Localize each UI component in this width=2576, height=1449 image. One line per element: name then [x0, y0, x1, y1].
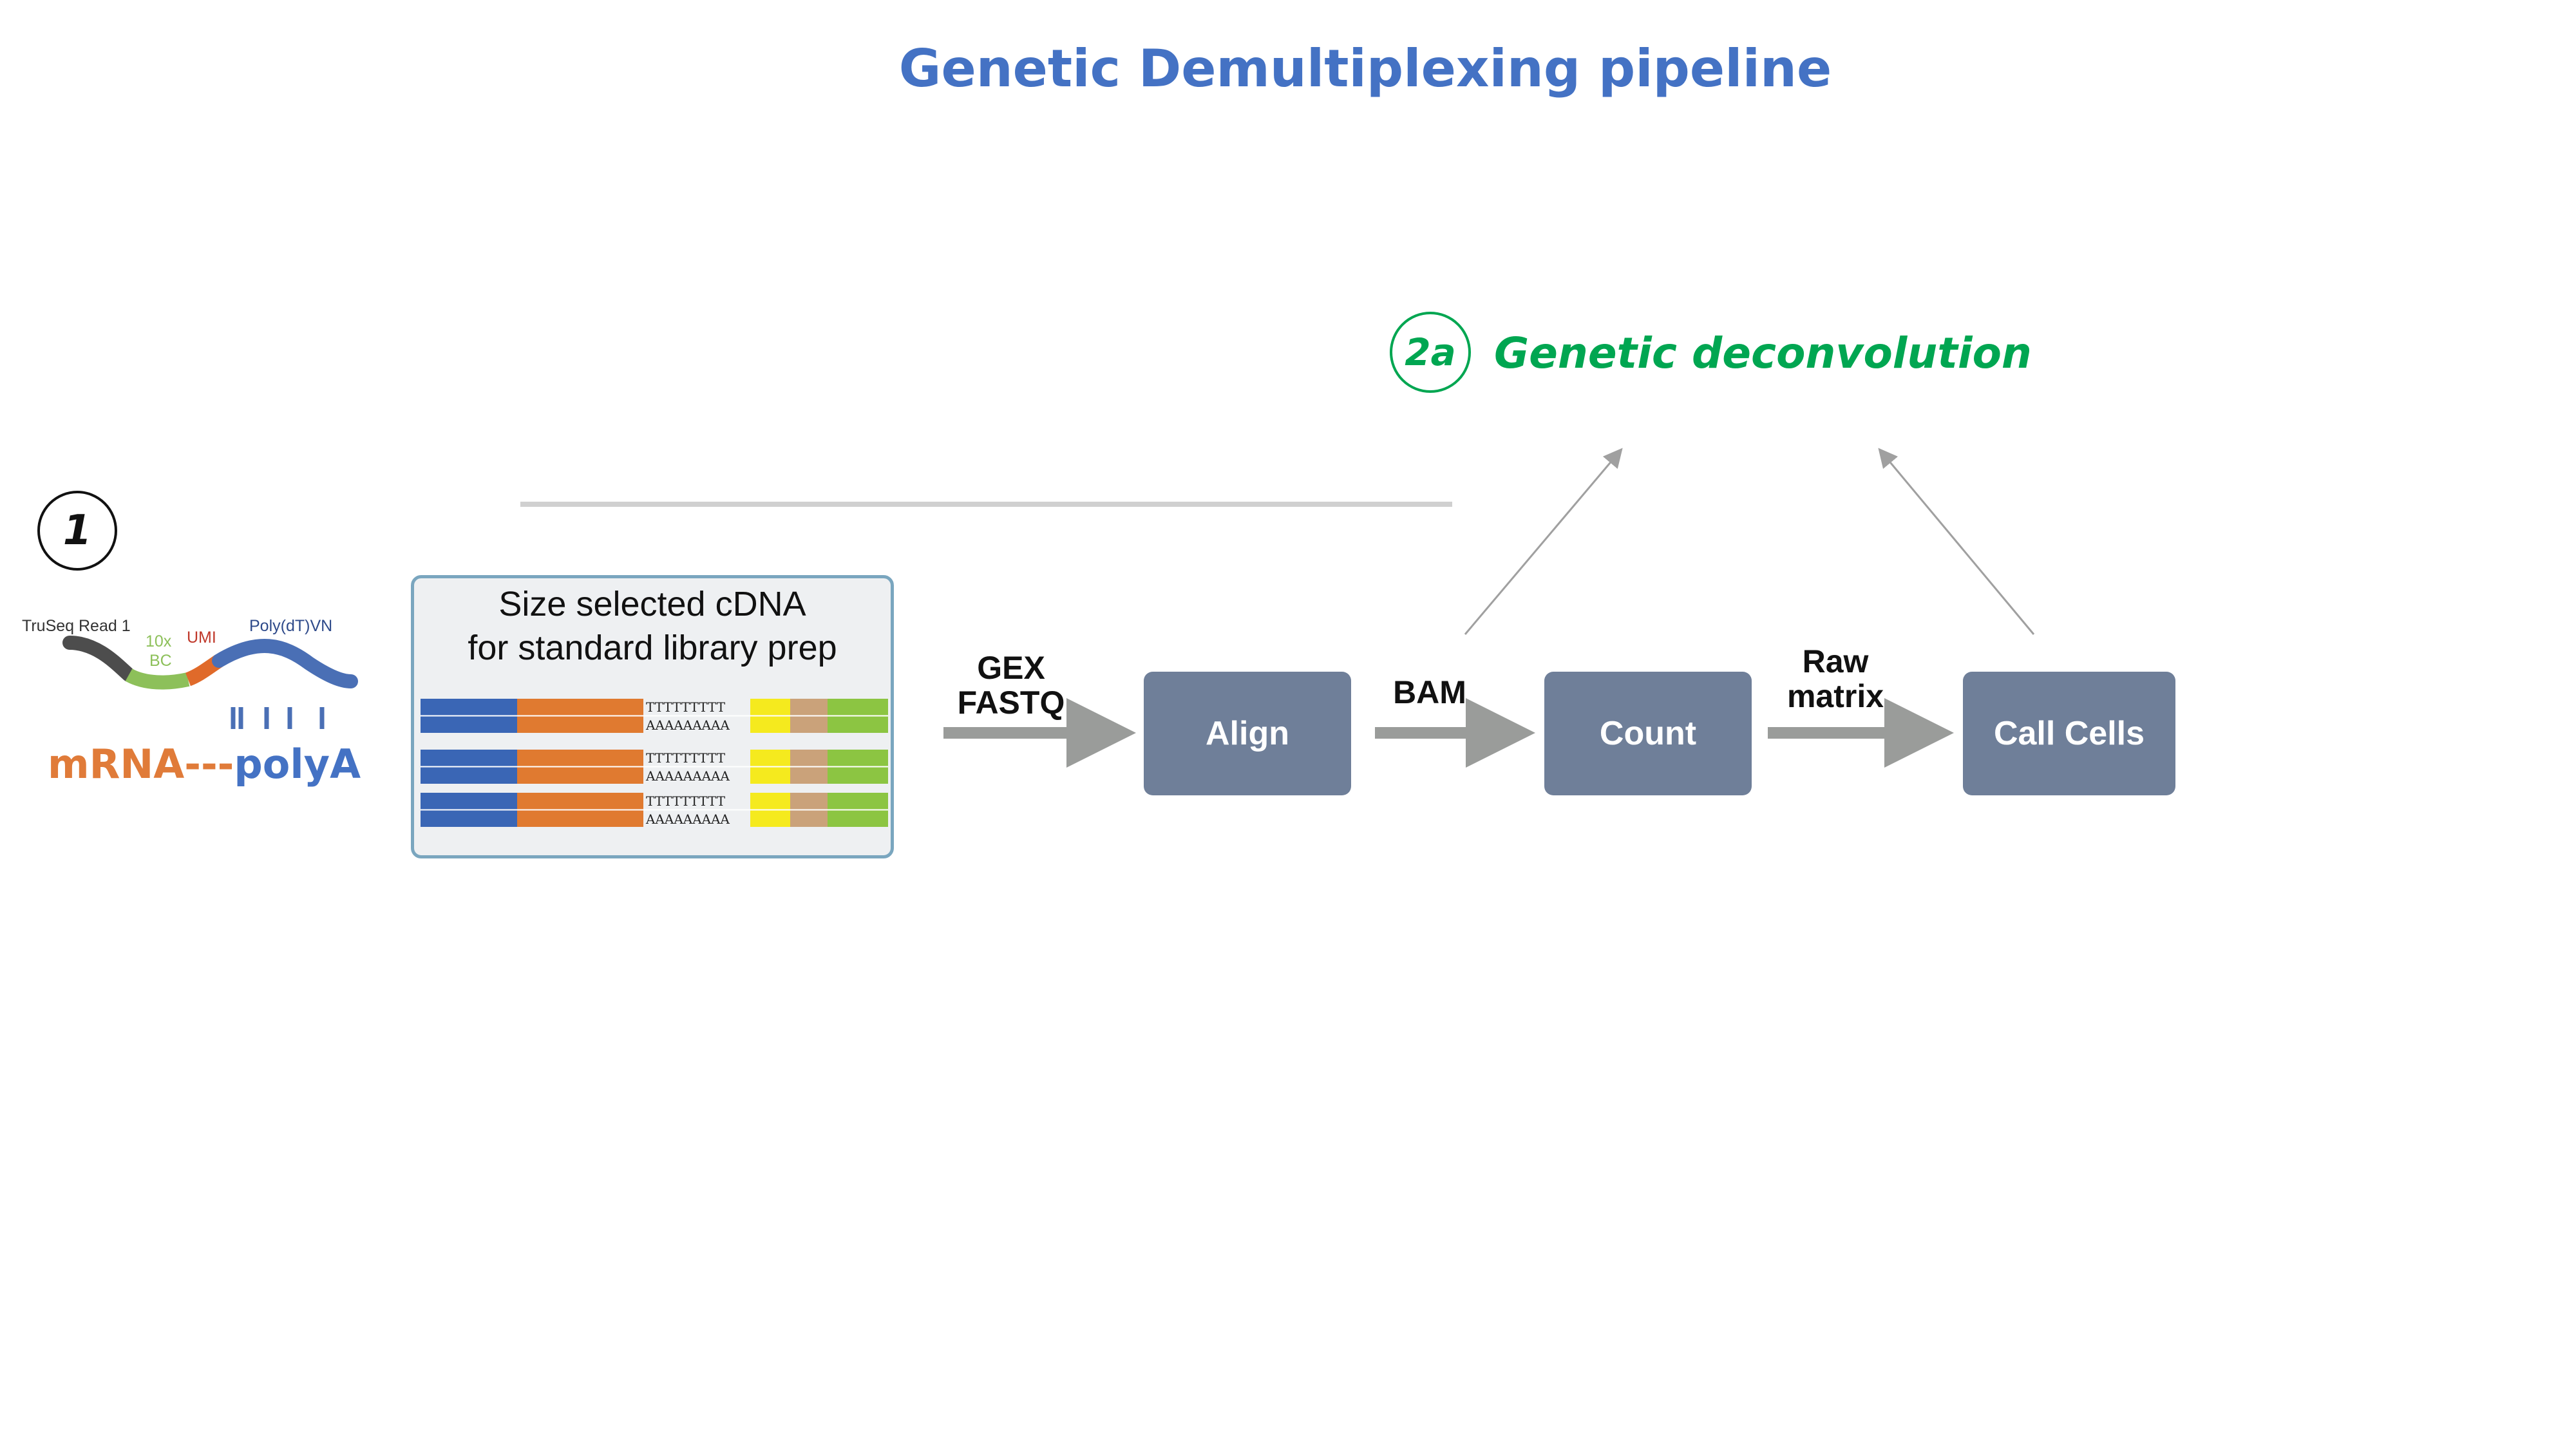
mrna-polya-label: mRNA---polyA — [48, 741, 361, 788]
polya-ticks — [231, 707, 325, 729]
cdna-title-line1: Size selected cDNA — [498, 585, 806, 623]
seq-a-1: AAAAAAAAA — [645, 717, 730, 733]
polydt-label: Poly(dT)VN — [249, 617, 333, 635]
count-node: Count — [1544, 672, 1752, 795]
seq-a-2: AAAAAAAAA — [645, 768, 730, 784]
seq-a-3: AAAAAAAAA — [645, 811, 730, 827]
cdna-title: Size selected cDNA for standard library … — [414, 578, 891, 670]
arrow-bam-to-deconvolution — [1464, 448, 1623, 635]
raw-matrix-label: Raw matrix — [1765, 644, 1906, 714]
cdna-panel: Size selected cDNA for standard library … — [411, 575, 894, 858]
call-cells-node: Call Cells — [1963, 672, 2175, 795]
gex-fastq-line1: GEX — [977, 650, 1045, 686]
arrow-callcells-to-deconvolution — [1878, 448, 2035, 635]
cdna-strand-1: TTTTTTTTT AAAAAAAAA — [421, 699, 888, 733]
cdna-strand-3: TTTTTTTTT AAAAAAAAA — [421, 793, 888, 827]
bc-label-bottom: BC — [149, 652, 172, 670]
align-node: Align — [1144, 672, 1351, 795]
cdna-strands: TTTTTTTTT AAAAAAAAA TTTTTTTTT AAAAAAAAA … — [421, 699, 888, 827]
genetic-deconvolution-label: Genetic deconvolution — [1494, 328, 2032, 378]
step-2a-badge: 2a — [1390, 312, 1471, 393]
gex-fastq-line2: FASTQ — [957, 685, 1065, 721]
seq-t-1: TTTTTTTTT — [646, 699, 726, 715]
cdna-strand-2: TTTTTTTTT AAAAAAAAA — [421, 750, 888, 784]
umi-label: UMI — [187, 629, 216, 647]
bam-label: BAM — [1378, 675, 1481, 710]
truseq-label: TruSeq Read 1 — [22, 617, 131, 635]
seq-t-3: TTTTTTTTT — [646, 793, 726, 809]
oligo-molecule — [62, 636, 358, 690]
bc-label-top: 10x — [146, 632, 172, 650]
bam-line1: BAM — [1393, 674, 1466, 710]
seq-t-2: TTTTTTTTT — [646, 750, 726, 766]
raw-matrix-line1: Raw — [1802, 643, 1869, 679]
gex-fastq-label: GEX FASTQ — [947, 650, 1075, 720]
mrna-text: mRNA--- — [48, 741, 234, 788]
page-title: Genetic Demultiplexing pipeline — [898, 39, 1832, 99]
step-1-badge: 1 — [37, 491, 117, 571]
raw-matrix-line2: matrix — [1786, 678, 1884, 714]
polya-text: polyA — [234, 741, 361, 788]
cdna-title-line2: for standard library prep — [468, 629, 837, 667]
